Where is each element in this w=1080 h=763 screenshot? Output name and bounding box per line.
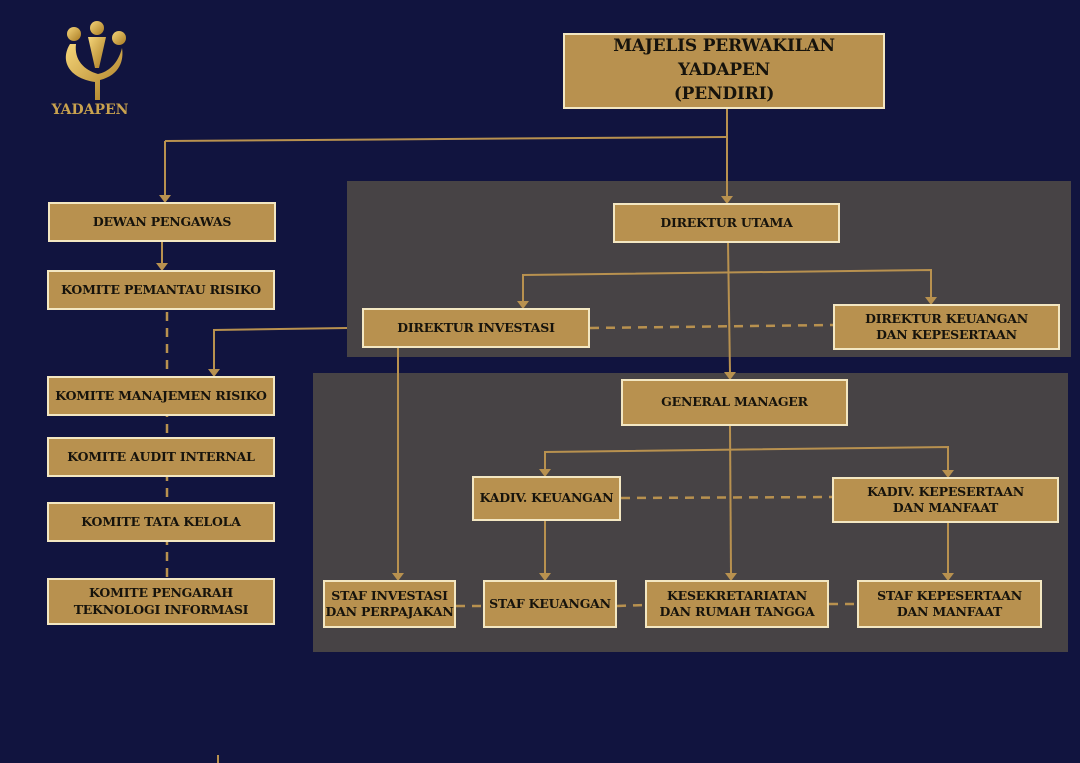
box-dewan-pengawas: DEWAN PENGAWAS <box>48 202 276 242</box>
box-kesekretariatan: KESEKRETARIATAN DAN RUMAH TANGGA <box>645 580 829 628</box>
box-majelis: MAJELIS PERWAKILAN YADAPEN (PENDIRI) <box>563 33 885 109</box>
box-komite-manajemen-risiko: KOMITE MANAJEMEN RISIKO <box>47 376 275 416</box>
line-gm-branch <box>544 445 949 471</box>
box-kadiv-kepesertaan: KADIV. KEPESERTAAN DAN MANFAAT <box>832 477 1059 523</box>
logo-text: YADAPEN <box>51 102 129 118</box>
logo-emblem-icon <box>65 21 126 100</box>
dashed-direktur <box>589 323 834 330</box>
dashed-staf-2 <box>616 603 646 608</box>
box-komite-pemantau-risiko: KOMITE PEMANTAU RISIKO <box>47 270 275 310</box>
line-dirut-gm <box>727 242 731 374</box>
line-dirinv-komite <box>213 327 348 370</box>
box-komite-audit-internal: KOMITE AUDIT INTERNAL <box>47 437 275 477</box>
line-dirut-branch <box>522 268 932 302</box>
box-komite-pengarah-ti: KOMITE PENGARAH TEKNOLOGI INFORMASI <box>47 578 275 625</box>
box-general-manager: GENERAL MANAGER <box>621 379 848 426</box>
dashed-kadiv <box>620 495 833 500</box>
box-direktur-keuangan: DIREKTUR KEUANGAN DAN KEPESERTAAN <box>833 304 1060 350</box>
box-direktur-investasi: DIREKTUR INVESTASI <box>362 308 590 348</box>
box-komite-tata-kelola: KOMITE TATA KELOLA <box>47 502 275 542</box>
box-staf-kepesertaan: STAF KEPESERTAAN DAN MANFAAT <box>857 580 1042 628</box>
box-direktur-utama: DIREKTUR UTAMA <box>613 203 840 243</box>
yadapen-logo: YADAPEN <box>40 20 140 125</box>
line-majelis-left <box>164 136 728 142</box>
box-staf-investasi: STAF INVESTASI DAN PERPAJAKAN <box>323 580 456 628</box>
line-gm-kesek <box>729 425 732 575</box>
box-kadiv-keuangan: KADIV. KEUANGAN <box>472 476 621 521</box>
box-staf-keuangan: STAF KEUANGAN <box>483 580 617 628</box>
